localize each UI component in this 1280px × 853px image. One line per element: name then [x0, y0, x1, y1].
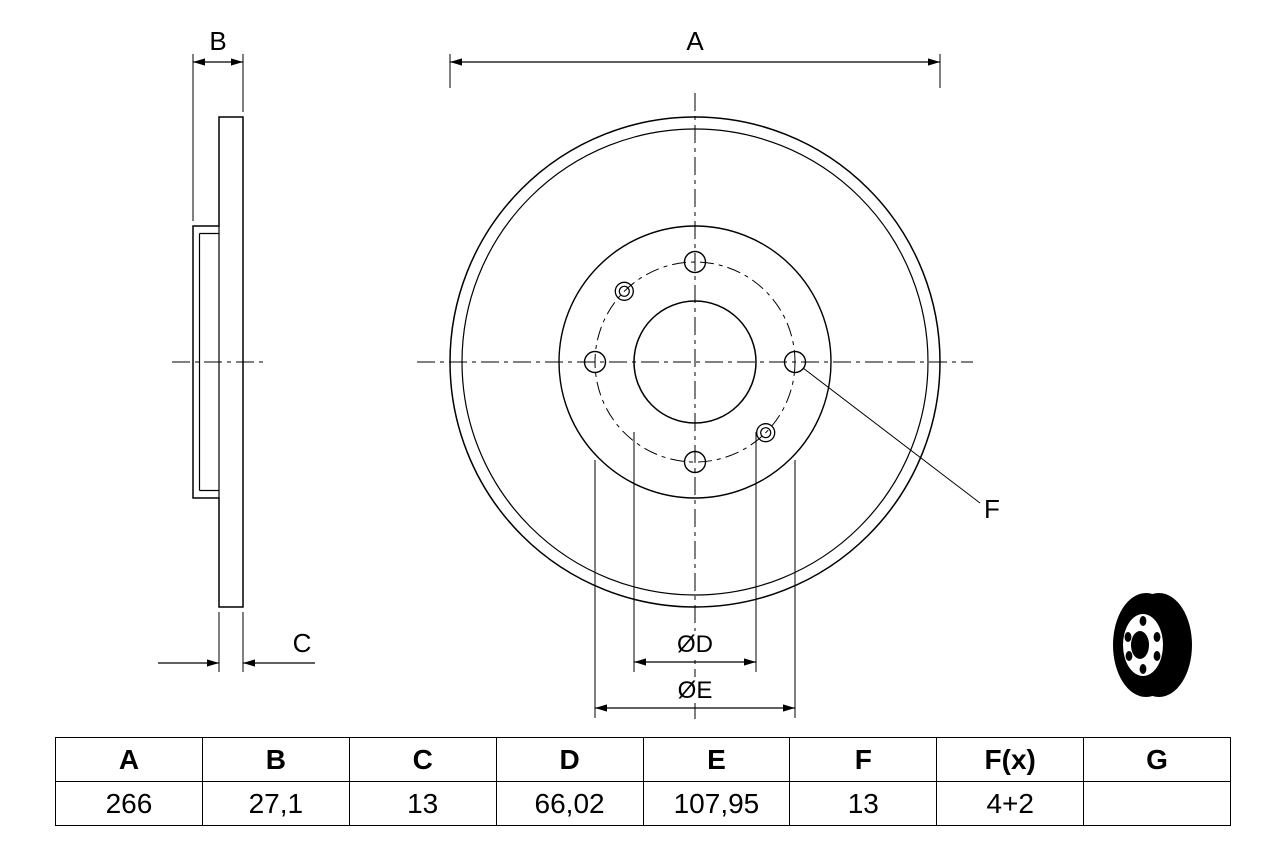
- front-view: [449, 116, 941, 608]
- arrowhead: [634, 658, 646, 666]
- brake-disc-3d-icon: [1113, 593, 1192, 697]
- col-header-b: B: [201, 737, 350, 782]
- dimension-c-label: C: [293, 628, 312, 658]
- side-view-outline: [192, 116, 244, 608]
- bolt-circle: [594, 261, 796, 463]
- col-header-c: C: [348, 737, 497, 782]
- pin-hole-lower-right: [756, 423, 776, 443]
- value-fx: 4+2: [936, 781, 1085, 826]
- spec-table-value-row: 266 27,1 13 66,02 107,95 13 4+2: [55, 781, 1231, 826]
- leader-line: [802, 367, 981, 504]
- value-a: 266: [55, 781, 203, 826]
- icon-bolt-hole: [1125, 651, 1133, 661]
- spec-table-header-row: A B C D E F F(x) G: [55, 737, 1231, 782]
- mounting-hole-left: [583, 350, 607, 374]
- dimension-b-label: B: [209, 26, 226, 56]
- dimension-e: ØE: [594, 460, 796, 718]
- mounting-hole-bottom: [683, 450, 707, 474]
- outer-rim-inner-circle: [461, 128, 929, 596]
- arrowhead: [450, 58, 462, 66]
- dimension-f-label: F: [984, 494, 1000, 524]
- icon-bolt-hole: [1124, 632, 1132, 642]
- centerlines: [172, 93, 973, 723]
- value-c: 13: [348, 781, 497, 826]
- arrowhead: [928, 58, 940, 66]
- arrowhead: [595, 704, 607, 712]
- dimension-d-label: ØD: [677, 631, 713, 658]
- dimension-c: C: [158, 612, 315, 672]
- technical-drawing: A B C ØD: [158, 26, 1192, 723]
- mounting-hole-right: [783, 350, 807, 374]
- side-view: [192, 116, 244, 608]
- dimension-b: B: [192, 26, 244, 221]
- col-header-a: A: [55, 737, 203, 782]
- mounting-hole-top: [683, 250, 707, 274]
- icon-center-bore: [1131, 631, 1149, 659]
- value-f: 13: [789, 781, 938, 826]
- col-header-g: G: [1083, 737, 1231, 782]
- center-bore-circle: [633, 300, 757, 424]
- dimension-d: ØD: [633, 432, 757, 672]
- dimension-a: A: [449, 26, 941, 88]
- dimension-spec-table: A B C D E F F(x) G 266 27,1 13 66,02 107…: [55, 737, 1231, 826]
- arrowhead: [231, 58, 243, 66]
- pin-hole-upper-left: [614, 281, 634, 301]
- arrowhead: [744, 658, 756, 666]
- hat-circle: [558, 225, 832, 499]
- col-header-e: E: [642, 737, 791, 782]
- icon-bolt-hole: [1153, 632, 1161, 642]
- icon-bolt-hole: [1153, 651, 1161, 661]
- arrowhead: [783, 704, 795, 712]
- outer-diameter-circle: [449, 116, 941, 608]
- col-header-f: F: [789, 737, 938, 782]
- col-header-fx: F(x): [936, 737, 1085, 782]
- value-e: 107,95: [642, 781, 791, 826]
- col-header-d: D: [495, 737, 644, 782]
- icon-bolt-hole: [1139, 616, 1147, 626]
- value-b: 27,1: [201, 781, 350, 826]
- icon-bolt-hole: [1139, 664, 1147, 674]
- callout-f: F: [802, 367, 1000, 524]
- arrowhead: [243, 659, 255, 667]
- dimension-e-label: ØE: [678, 677, 713, 704]
- value-d: 66,02: [495, 781, 644, 826]
- arrowhead: [207, 659, 219, 667]
- value-g: [1083, 781, 1231, 826]
- arrowhead: [193, 58, 205, 66]
- dimension-a-label: A: [686, 26, 704, 56]
